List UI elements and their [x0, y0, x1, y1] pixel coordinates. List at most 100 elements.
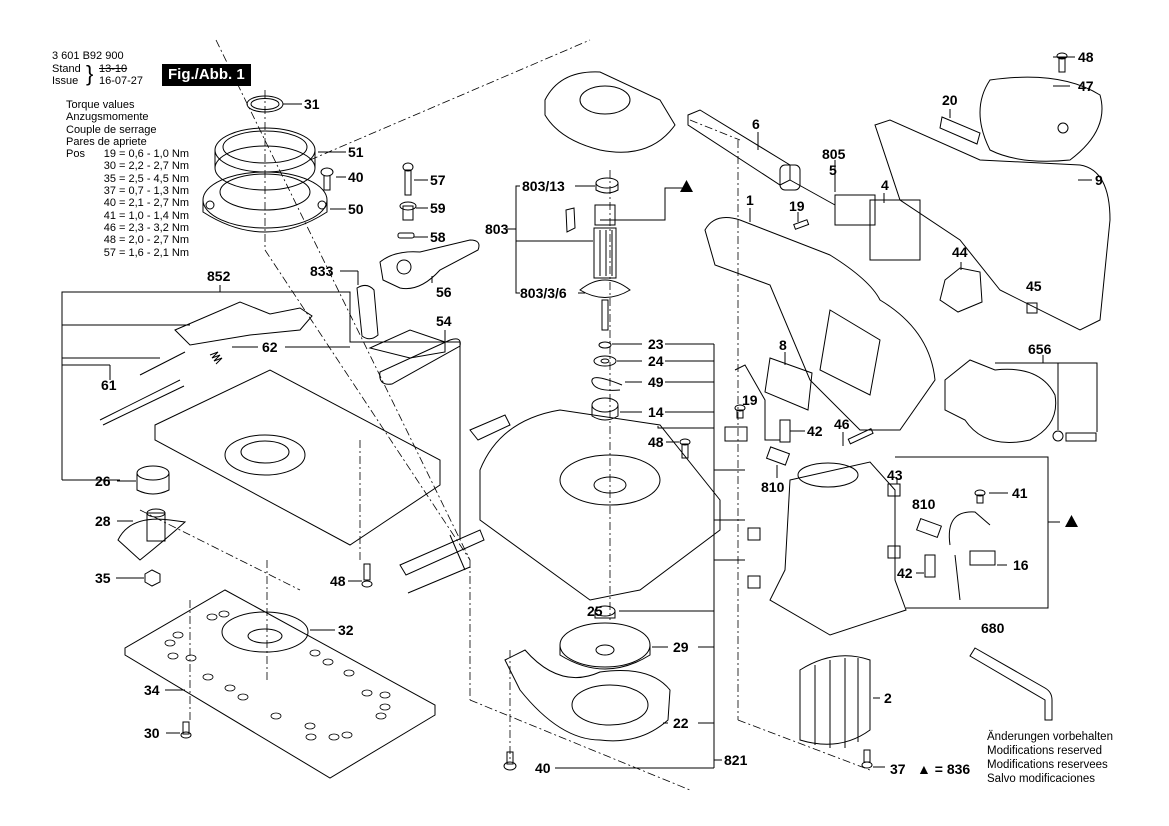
part-803-13-bearing	[595, 177, 619, 194]
part-41-screw	[974, 489, 986, 504]
torque-row: 37= 0,7 - 1,3 Nm	[103, 185, 190, 198]
legend-text: = 836	[934, 761, 971, 777]
callout-32: 32	[338, 622, 354, 638]
figure-label: Fig./Abb. 1	[162, 64, 251, 86]
part-48-screw-b	[679, 438, 691, 459]
old-date: 13-10	[99, 63, 128, 75]
part-32-pad-ring	[221, 611, 309, 653]
callout-31: 31	[304, 96, 320, 112]
callout-810: 810	[761, 479, 785, 495]
callout-20: 20	[942, 92, 958, 108]
callout-34: 34	[144, 682, 160, 698]
callout-57: 57	[430, 172, 446, 188]
torque-row: 41= 1,0 - 1,4 Nm	[103, 209, 190, 222]
callout-62: 62	[262, 339, 278, 355]
callout-2: 2	[884, 690, 892, 706]
callout-42-b: 42	[897, 565, 913, 581]
part-14-bearing	[591, 397, 619, 421]
part-48-screw	[361, 563, 373, 588]
callout-28: 28	[95, 513, 111, 529]
part-1-handle	[704, 217, 936, 431]
torque-title-de: Anzugsmomente	[66, 111, 149, 124]
issue-date: 16-07-27	[99, 75, 144, 87]
part-852-lever-assembly	[99, 301, 313, 426]
callout-54: 54	[436, 313, 452, 329]
part-number: 3 601 B92 900	[52, 50, 124, 62]
torque-row: 40= 2,1 - 2,7 Nm	[103, 197, 190, 210]
part-8-label	[764, 357, 813, 411]
part-20-label	[939, 116, 981, 145]
callout-22: 22	[673, 715, 689, 731]
callout-23: 23	[648, 336, 664, 352]
part-30-screw	[180, 721, 192, 739]
callout-37: 37	[890, 761, 906, 777]
part-t-handle	[399, 529, 485, 594]
part-54-bracket	[368, 329, 461, 385]
callout-19-b: 19	[742, 392, 758, 408]
callout-bracket-821	[555, 343, 745, 769]
callout-50: 50	[348, 201, 364, 217]
part-23-circlip	[598, 341, 612, 349]
callout-bracket-852	[61, 285, 461, 540]
callout-656: 656	[1028, 341, 1052, 357]
part-803-armature	[565, 204, 631, 331]
part-19-screw	[793, 219, 810, 230]
note-es: Salvo modificaciones	[987, 773, 1096, 785]
stand-label: Stand	[52, 63, 81, 75]
callout-48-c: 48	[1078, 49, 1094, 65]
note-de: Änderungen vorbehalten	[987, 731, 1113, 743]
callout-40: 40	[348, 169, 364, 185]
callout-803: 803	[485, 221, 509, 237]
note-en: Modifications reserved	[987, 745, 1103, 757]
part-25-bushing	[594, 605, 616, 619]
callout-35: 35	[95, 570, 111, 586]
part-34-sanding-plate	[124, 589, 436, 779]
callout-56: 56	[436, 284, 452, 300]
part-59-sleeve	[399, 201, 417, 221]
callout-48-b: 48	[648, 434, 664, 450]
part-56-lever	[379, 239, 480, 290]
issue-label: Issue	[52, 75, 79, 87]
part-26-needle-bearing	[136, 465, 170, 495]
torque-title-fr: Couple de serrage	[66, 123, 157, 136]
part-656-dust-port	[944, 359, 1097, 443]
callout-51: 51	[348, 144, 364, 160]
callout-680: 680	[981, 620, 1005, 636]
callout-29: 29	[673, 639, 689, 655]
part-base-plate	[154, 369, 441, 546]
triangle-markers	[680, 180, 1078, 527]
brace-icon: }	[86, 61, 94, 86]
plate-holes	[164, 610, 391, 741]
part-47-vent-cover	[979, 76, 1103, 162]
torque-row: 46= 2,3 - 3,2 Nm	[103, 221, 190, 234]
part-24-washer	[593, 355, 617, 367]
callout-30: 30	[144, 725, 160, 741]
callout-58: 58	[430, 229, 446, 245]
part-motor-housing	[747, 461, 907, 636]
legend-836: ▲ = 836	[917, 761, 970, 777]
callout-14: 14	[648, 404, 664, 420]
part-833-grip	[356, 284, 379, 340]
torque-row: 35= 2,5 - 4,5 Nm	[103, 172, 190, 185]
callout-810-b: 810	[912, 496, 936, 512]
callout-803-13: 803/13	[522, 178, 565, 194]
part-46-screw	[847, 428, 874, 445]
part-680-hex-key	[969, 647, 1053, 721]
callout-42: 42	[807, 423, 823, 439]
callout-bracket-803	[507, 185, 685, 294]
callout-833: 833	[310, 263, 334, 279]
callout-805: 805	[822, 146, 846, 162]
part-main-housing	[469, 409, 721, 601]
callout-bracket-836	[895, 456, 1060, 609]
callout-59: 59	[430, 200, 446, 216]
torque-row: 48= 2,0 - 2,7 Nm	[103, 234, 190, 247]
callout-4: 4	[881, 177, 889, 193]
callout-43: 43	[887, 467, 903, 483]
part-31-seal-ring	[246, 95, 284, 113]
modification-notes: Änderungen vorbehalten Modifications res…	[987, 730, 1113, 786]
part-fan-cover	[544, 71, 676, 153]
callout-5: 5	[829, 162, 837, 178]
callout-48: 48	[330, 573, 346, 589]
